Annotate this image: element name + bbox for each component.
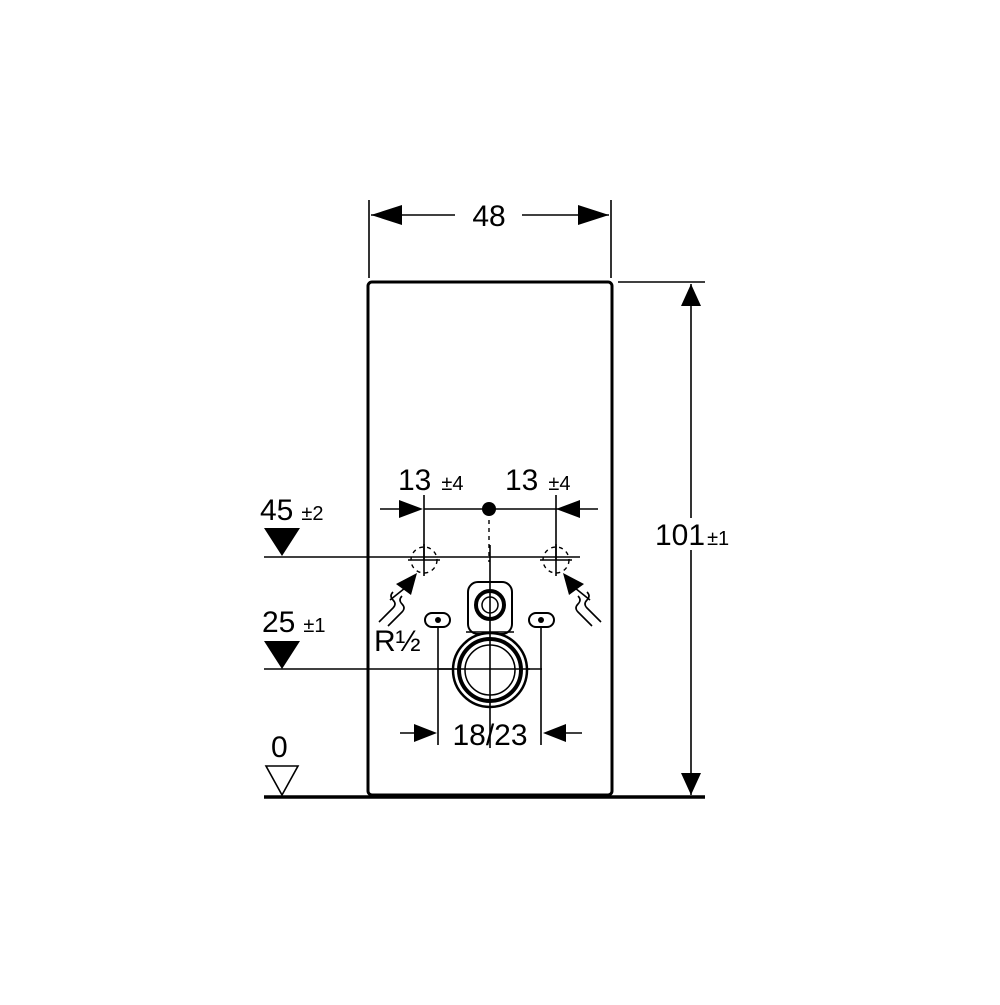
bolt-spacing-value: 18/23: [452, 719, 527, 752]
arrowhead-right: [399, 500, 423, 518]
level-triangle-filled: [264, 528, 300, 556]
level-45-value: 45±2: [260, 494, 323, 527]
floor-level-value: 0: [271, 731, 288, 764]
bolt-spacing-dimension: 18/23: [400, 719, 582, 752]
floor-level-marker: 0: [264, 731, 300, 797]
arrowhead-left: [543, 724, 566, 742]
left-offset-value: 13±4: [398, 464, 463, 497]
arrowhead-right: [578, 205, 609, 225]
level-triangle-outline: [264, 765, 300, 797]
water-connection-right: [540, 544, 572, 576]
water-supply-arrow-right: [563, 573, 602, 627]
level-25-marker: 25±1: [262, 606, 530, 670]
width-value: 48: [472, 200, 505, 233]
right-offset-value: 13±4: [505, 464, 570, 497]
water-connection-left: [408, 544, 440, 576]
height-dimension: 101±1: [618, 281, 729, 795]
level-25-value: 25±1: [262, 606, 325, 639]
arrowhead-up: [681, 284, 701, 306]
arrowhead-down: [681, 773, 701, 795]
thread-label: R½: [374, 625, 421, 658]
offset-dimensions: 13±4 13±4: [380, 464, 598, 562]
height-value: 101±1: [655, 519, 729, 552]
water-supply-arrow-left: [378, 573, 417, 627]
level-triangle-filled: [264, 641, 300, 669]
arrowhead-left: [556, 500, 580, 518]
panel-outline: [366, 280, 614, 797]
level-45-marker: 45±2: [260, 494, 580, 558]
fixing-slot-right: [528, 612, 555, 745]
drain-outlet: [438, 545, 542, 748]
center-point: [482, 502, 496, 516]
width-dimension: 48: [368, 200, 612, 278]
arrowhead-left: [371, 205, 402, 225]
fixing-slot-left: [424, 612, 451, 745]
arrowhead-right: [414, 724, 437, 742]
